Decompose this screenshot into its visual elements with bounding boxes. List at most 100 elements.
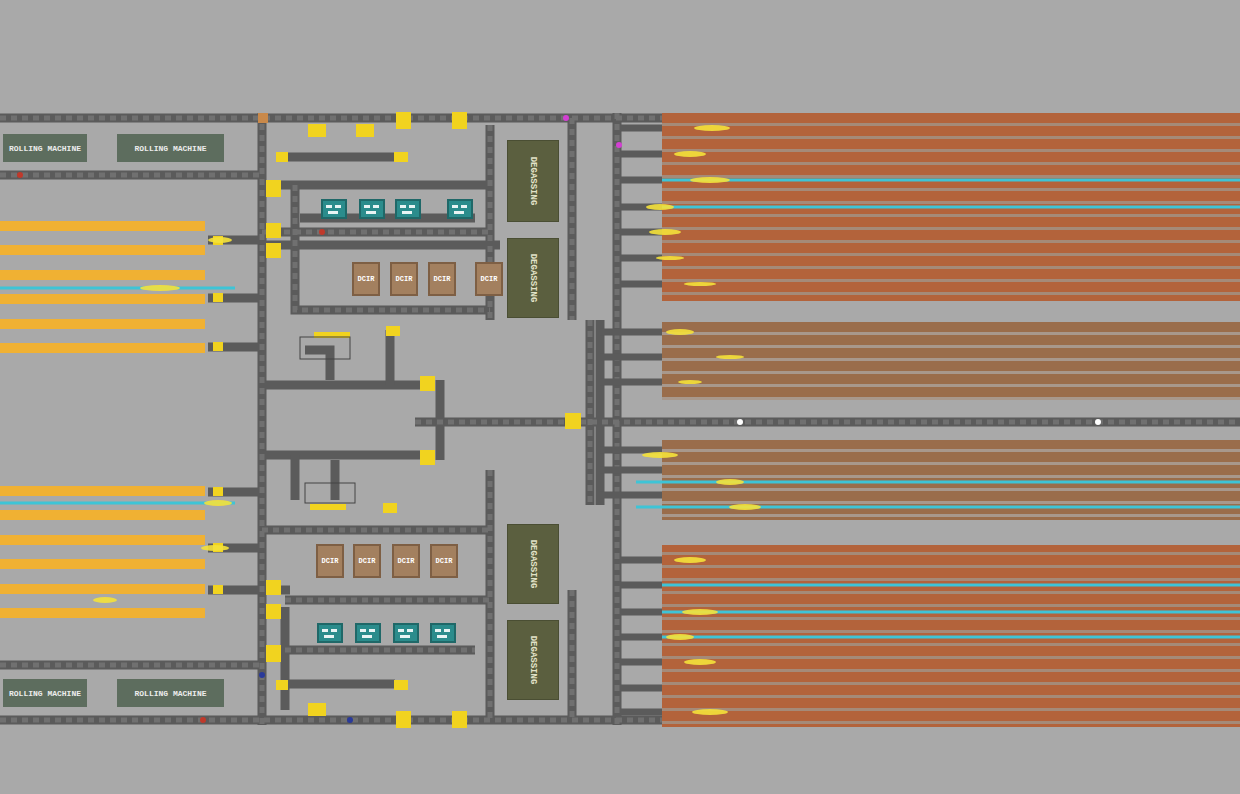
test-stations bbox=[431, 624, 455, 642]
box-label: DEGASSING bbox=[528, 636, 538, 685]
test-stations bbox=[373, 205, 379, 208]
input-lanes bbox=[0, 608, 205, 618]
test-stations bbox=[322, 629, 328, 632]
input-lanes bbox=[0, 294, 205, 304]
test-stations bbox=[318, 624, 342, 642]
cell-outlines bbox=[305, 483, 355, 503]
box-label: DCIR bbox=[436, 557, 453, 565]
transfer-carts bbox=[258, 113, 268, 123]
transfer-carts bbox=[213, 293, 223, 302]
transfer-carts bbox=[266, 223, 281, 238]
cyan-lines bbox=[0, 502, 235, 505]
cart-glows bbox=[694, 125, 730, 131]
box-label: ROLLING MACHINE bbox=[134, 144, 206, 153]
cart-glows bbox=[684, 659, 716, 665]
input-lanes bbox=[0, 584, 205, 594]
cart-glows bbox=[666, 634, 694, 640]
conveyors bbox=[262, 526, 490, 535]
conveyors bbox=[281, 607, 290, 710]
transfer-carts bbox=[452, 112, 467, 129]
row-stubs bbox=[600, 332, 662, 382]
cyan-lines bbox=[636, 506, 1240, 509]
transfer-carts bbox=[276, 152, 288, 162]
transfer-carts bbox=[394, 680, 408, 690]
conveyor-rollers bbox=[588, 320, 593, 505]
cyan-lines bbox=[0, 287, 235, 290]
cyan-lines bbox=[636, 206, 1240, 209]
test-stations bbox=[324, 635, 334, 638]
test-stations bbox=[435, 629, 441, 632]
conveyor-rollers bbox=[0, 173, 262, 178]
transfer-carts bbox=[213, 112, 581, 728]
test-cell-box: DCIR bbox=[428, 262, 456, 296]
row-stubs bbox=[620, 560, 662, 712]
box-label: DCIR bbox=[396, 275, 413, 283]
markers bbox=[259, 672, 265, 678]
transfer-carts bbox=[356, 124, 374, 137]
conveyors bbox=[258, 113, 267, 725]
transfer-carts bbox=[266, 645, 281, 662]
test-stations bbox=[369, 629, 375, 632]
test-stations bbox=[326, 205, 332, 208]
conveyor-rollers bbox=[262, 528, 490, 533]
degassing-box: DEGASSING bbox=[507, 620, 559, 700]
cart-glows bbox=[690, 177, 730, 183]
transfer-carts bbox=[396, 711, 411, 728]
conveyor-rollers bbox=[285, 648, 475, 653]
test-cell-box: DCIR bbox=[430, 544, 458, 578]
machine-box: ROLLING MACHINE bbox=[3, 679, 87, 707]
box-label: DEGASSING bbox=[528, 540, 538, 589]
input-lanes bbox=[0, 270, 205, 280]
machine-box: ROLLING MACHINE bbox=[117, 134, 224, 162]
conveyors bbox=[295, 185, 490, 310]
test-stations bbox=[322, 200, 346, 218]
test-stations bbox=[448, 200, 472, 218]
cell-outlines bbox=[300, 337, 355, 503]
input-lanes bbox=[0, 221, 205, 231]
markers bbox=[17, 172, 23, 178]
test-stations bbox=[335, 205, 341, 208]
transfer-carts bbox=[266, 604, 281, 619]
conveyors bbox=[0, 171, 262, 180]
transfer-carts bbox=[394, 152, 408, 162]
cart-glows bbox=[692, 709, 728, 715]
test-stations bbox=[444, 629, 450, 632]
markers bbox=[563, 115, 569, 121]
cart-glows bbox=[666, 329, 694, 335]
test-stations bbox=[400, 635, 410, 638]
degassing-box: DEGASSING bbox=[507, 238, 559, 318]
conveyor-rollers bbox=[0, 718, 662, 723]
test-stations bbox=[366, 211, 376, 214]
conveyors bbox=[0, 661, 262, 670]
input-lanes bbox=[0, 245, 205, 255]
transfer-carts bbox=[308, 124, 326, 137]
box-label: DEGASSING bbox=[528, 254, 538, 303]
test-stations bbox=[400, 205, 406, 208]
conveyors bbox=[586, 320, 595, 505]
conveyors bbox=[285, 596, 490, 605]
test-stations bbox=[328, 211, 338, 214]
transfer-carts bbox=[213, 342, 223, 351]
conveyors bbox=[208, 236, 262, 245]
cart-glows bbox=[93, 125, 761, 715]
markers bbox=[616, 142, 622, 148]
conveyors bbox=[262, 451, 420, 460]
conveyors bbox=[331, 460, 340, 500]
markers bbox=[200, 717, 206, 723]
box-label: DCIR bbox=[434, 275, 451, 283]
conveyors bbox=[285, 153, 395, 162]
test-stations bbox=[454, 211, 464, 214]
transfer-carts bbox=[213, 487, 223, 496]
markers bbox=[17, 115, 1101, 723]
box-label: DCIR bbox=[358, 275, 375, 283]
transfer-carts bbox=[565, 413, 581, 429]
storage-rows bbox=[662, 322, 1240, 400]
markers bbox=[319, 229, 325, 235]
cart-glows bbox=[201, 545, 229, 551]
test-cell-box: DCIR bbox=[353, 544, 381, 578]
conveyor-rollers bbox=[615, 113, 620, 725]
transfer-carts bbox=[266, 243, 281, 258]
